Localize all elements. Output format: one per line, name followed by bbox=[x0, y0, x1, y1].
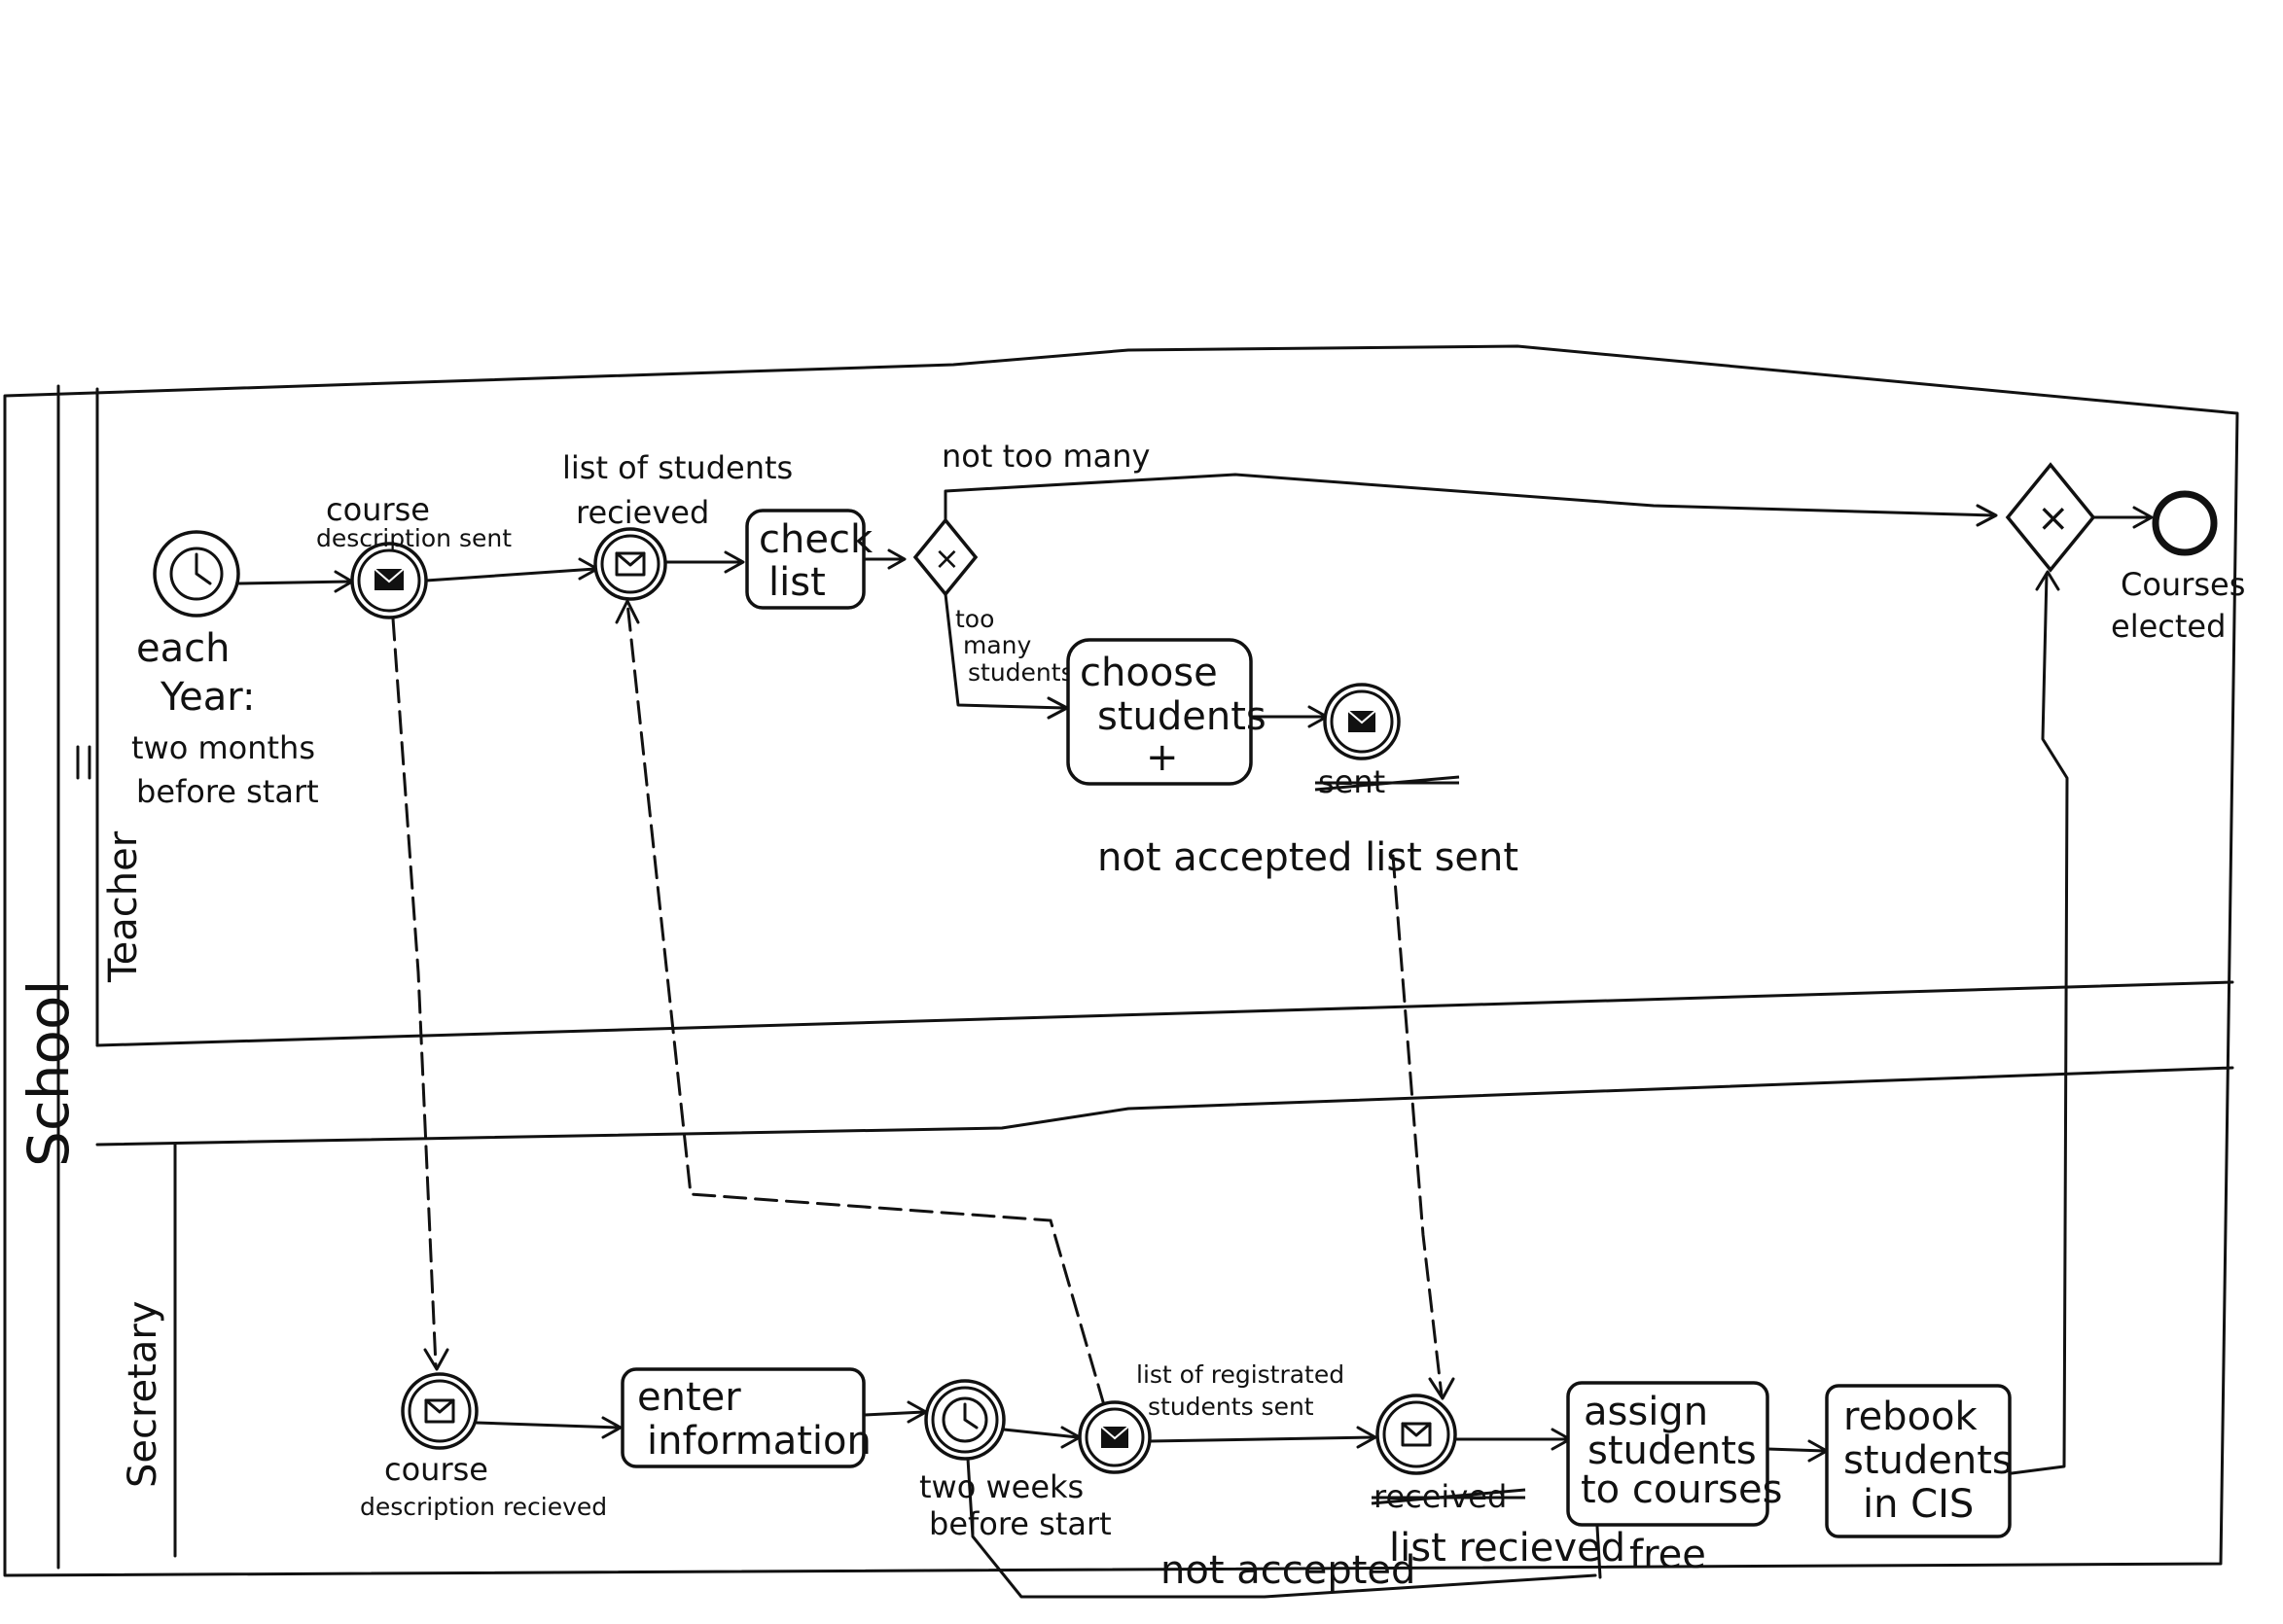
list-of-students-received-event bbox=[593, 527, 667, 601]
clock-icon bbox=[169, 547, 224, 601]
gateway-label-not-too-many: not too many bbox=[942, 438, 1150, 475]
flow-registrated-sent-to-list-received bbox=[1148, 1435, 1375, 1443]
choose-students-label-line2: students bbox=[1097, 694, 1266, 739]
message-flow-desc-sent-to-desc-received bbox=[391, 617, 438, 1368]
flow-not-too-many bbox=[944, 473, 1996, 522]
choose-students-task: choose students + bbox=[1066, 638, 1266, 786]
enter-info-label-line2: information bbox=[647, 1419, 872, 1464]
flow-free-marker bbox=[1595, 1525, 1602, 1579]
gateway-label-many: many bbox=[963, 631, 1032, 659]
enter-information-task: enter information bbox=[621, 1367, 872, 1468]
end-event-label-line1: Courses bbox=[2121, 566, 2245, 603]
flow-desc-received-to-enter-info bbox=[475, 1421, 621, 1430]
choose-students-label-line1: choose bbox=[1080, 651, 1218, 695]
not-accepted-list-sent-label: not accepted list sent bbox=[1097, 835, 1518, 880]
desc-sent-label-line1: course bbox=[326, 491, 430, 528]
pool-school bbox=[3, 344, 2239, 1577]
flow-rebook-to-merge bbox=[2010, 572, 2069, 1475]
list-received-label: list recieved bbox=[1389, 1526, 1625, 1571]
flow-label-not-accepted: not accepted bbox=[1160, 1548, 1415, 1593]
scribble-strike bbox=[1314, 775, 1460, 792]
envelope-icon bbox=[615, 551, 646, 577]
start-event-label-line2: Year: bbox=[160, 675, 255, 720]
end-event-label-line2: elected bbox=[2111, 608, 2226, 645]
assign-label-line1: assign bbox=[1584, 1390, 1708, 1434]
rebook-label-line1: rebook bbox=[1843, 1395, 1979, 1439]
exclusive-gateway-split: × bbox=[912, 517, 979, 597]
flow-enter-info-to-timer bbox=[862, 1410, 926, 1417]
two-weeks-timer-event bbox=[924, 1379, 1006, 1461]
assign-label-line2: students bbox=[1587, 1429, 1757, 1473]
flow-not-accepted-loop bbox=[966, 1457, 1597, 1599]
check-list-label-line2: list bbox=[768, 560, 826, 605]
message-flow-registrated-to-list-received bbox=[625, 601, 1106, 1407]
start-event-label-line3: two months bbox=[131, 729, 315, 766]
secretary-lane-label: Secretary bbox=[121, 1301, 165, 1488]
lane-separator-lower bbox=[95, 1066, 2234, 1147]
envelope-icon bbox=[374, 568, 405, 590]
check-list-label-line1: check bbox=[759, 517, 874, 562]
list-received-label-line2: recieved bbox=[576, 494, 709, 531]
check-list-task: check list bbox=[745, 509, 874, 610]
list-received-event bbox=[1375, 1394, 1457, 1475]
list-registrated-sent-event bbox=[1078, 1400, 1152, 1474]
pool-outline bbox=[3, 344, 2239, 1577]
envelope-icon bbox=[424, 1398, 455, 1424]
teacher-lane-label: Teacher bbox=[101, 830, 146, 983]
envelope-icon bbox=[1347, 710, 1376, 732]
registrated-sent-label-line1: list of registrated bbox=[1136, 1360, 1344, 1389]
flow-start-to-desc-sent bbox=[237, 580, 352, 585]
end-event-courses-elected bbox=[2152, 490, 2218, 556]
flow-desc-sent-to-list-received bbox=[424, 567, 597, 583]
start-event-label-line1: each bbox=[136, 626, 230, 671]
registrated-sent-label-line2: students sent bbox=[1148, 1393, 1314, 1421]
lane-separator-upper bbox=[95, 980, 2234, 1047]
course-description-sent-event bbox=[350, 542, 428, 619]
start-event-label-line4: before start bbox=[136, 773, 319, 810]
gateway-merge-symbol: × bbox=[2037, 496, 2070, 541]
gateway-split-symbol: × bbox=[934, 540, 960, 577]
list-received-label-line1: list of students bbox=[562, 449, 793, 486]
rebook-label-line3: in CIS bbox=[1863, 1482, 1974, 1527]
flow-timer-to-registrated-sent bbox=[1002, 1428, 1080, 1439]
enter-info-label-line1: enter bbox=[637, 1375, 741, 1420]
flow-too-many-students bbox=[944, 592, 1067, 710]
two-weeks-label-line1: two weeks bbox=[919, 1468, 1084, 1505]
assign-students-task: assign students to courses bbox=[1566, 1381, 1782, 1527]
scribble-strike bbox=[1371, 1488, 1526, 1505]
assign-label-line3: to courses bbox=[1581, 1467, 1782, 1512]
desc-received-label-line1: course bbox=[384, 1451, 488, 1488]
subprocess-plus-marker: + bbox=[1146, 735, 1179, 780]
start-timer-event bbox=[153, 530, 240, 618]
envelope-icon bbox=[1100, 1426, 1129, 1448]
exclusive-gateway-merge: × bbox=[2005, 462, 2096, 573]
desc-received-label-line2: description recieved bbox=[360, 1493, 607, 1521]
not-accepted-list-sent-event bbox=[1323, 683, 1401, 760]
lane-hatch-mark bbox=[76, 745, 91, 780]
rebook-label-line2: students bbox=[1843, 1438, 2013, 1483]
course-description-received-event bbox=[401, 1372, 479, 1450]
rebook-students-task: rebook students in CIS bbox=[1825, 1384, 2013, 1538]
desc-sent-label-line2: description sent bbox=[316, 524, 512, 552]
pool-label: School bbox=[16, 979, 82, 1167]
clock-icon bbox=[942, 1396, 988, 1443]
envelope-icon bbox=[1401, 1422, 1432, 1447]
flow-label-free: free bbox=[1629, 1533, 1706, 1577]
flow-assign-to-rebook bbox=[1766, 1447, 1827, 1453]
gateway-label-students: students bbox=[968, 658, 1074, 687]
two-weeks-label-line2: before start bbox=[929, 1505, 1112, 1542]
gateway-label-too: too bbox=[955, 605, 994, 633]
message-flow-not-accepted-to-list-received bbox=[1391, 854, 1444, 1397]
